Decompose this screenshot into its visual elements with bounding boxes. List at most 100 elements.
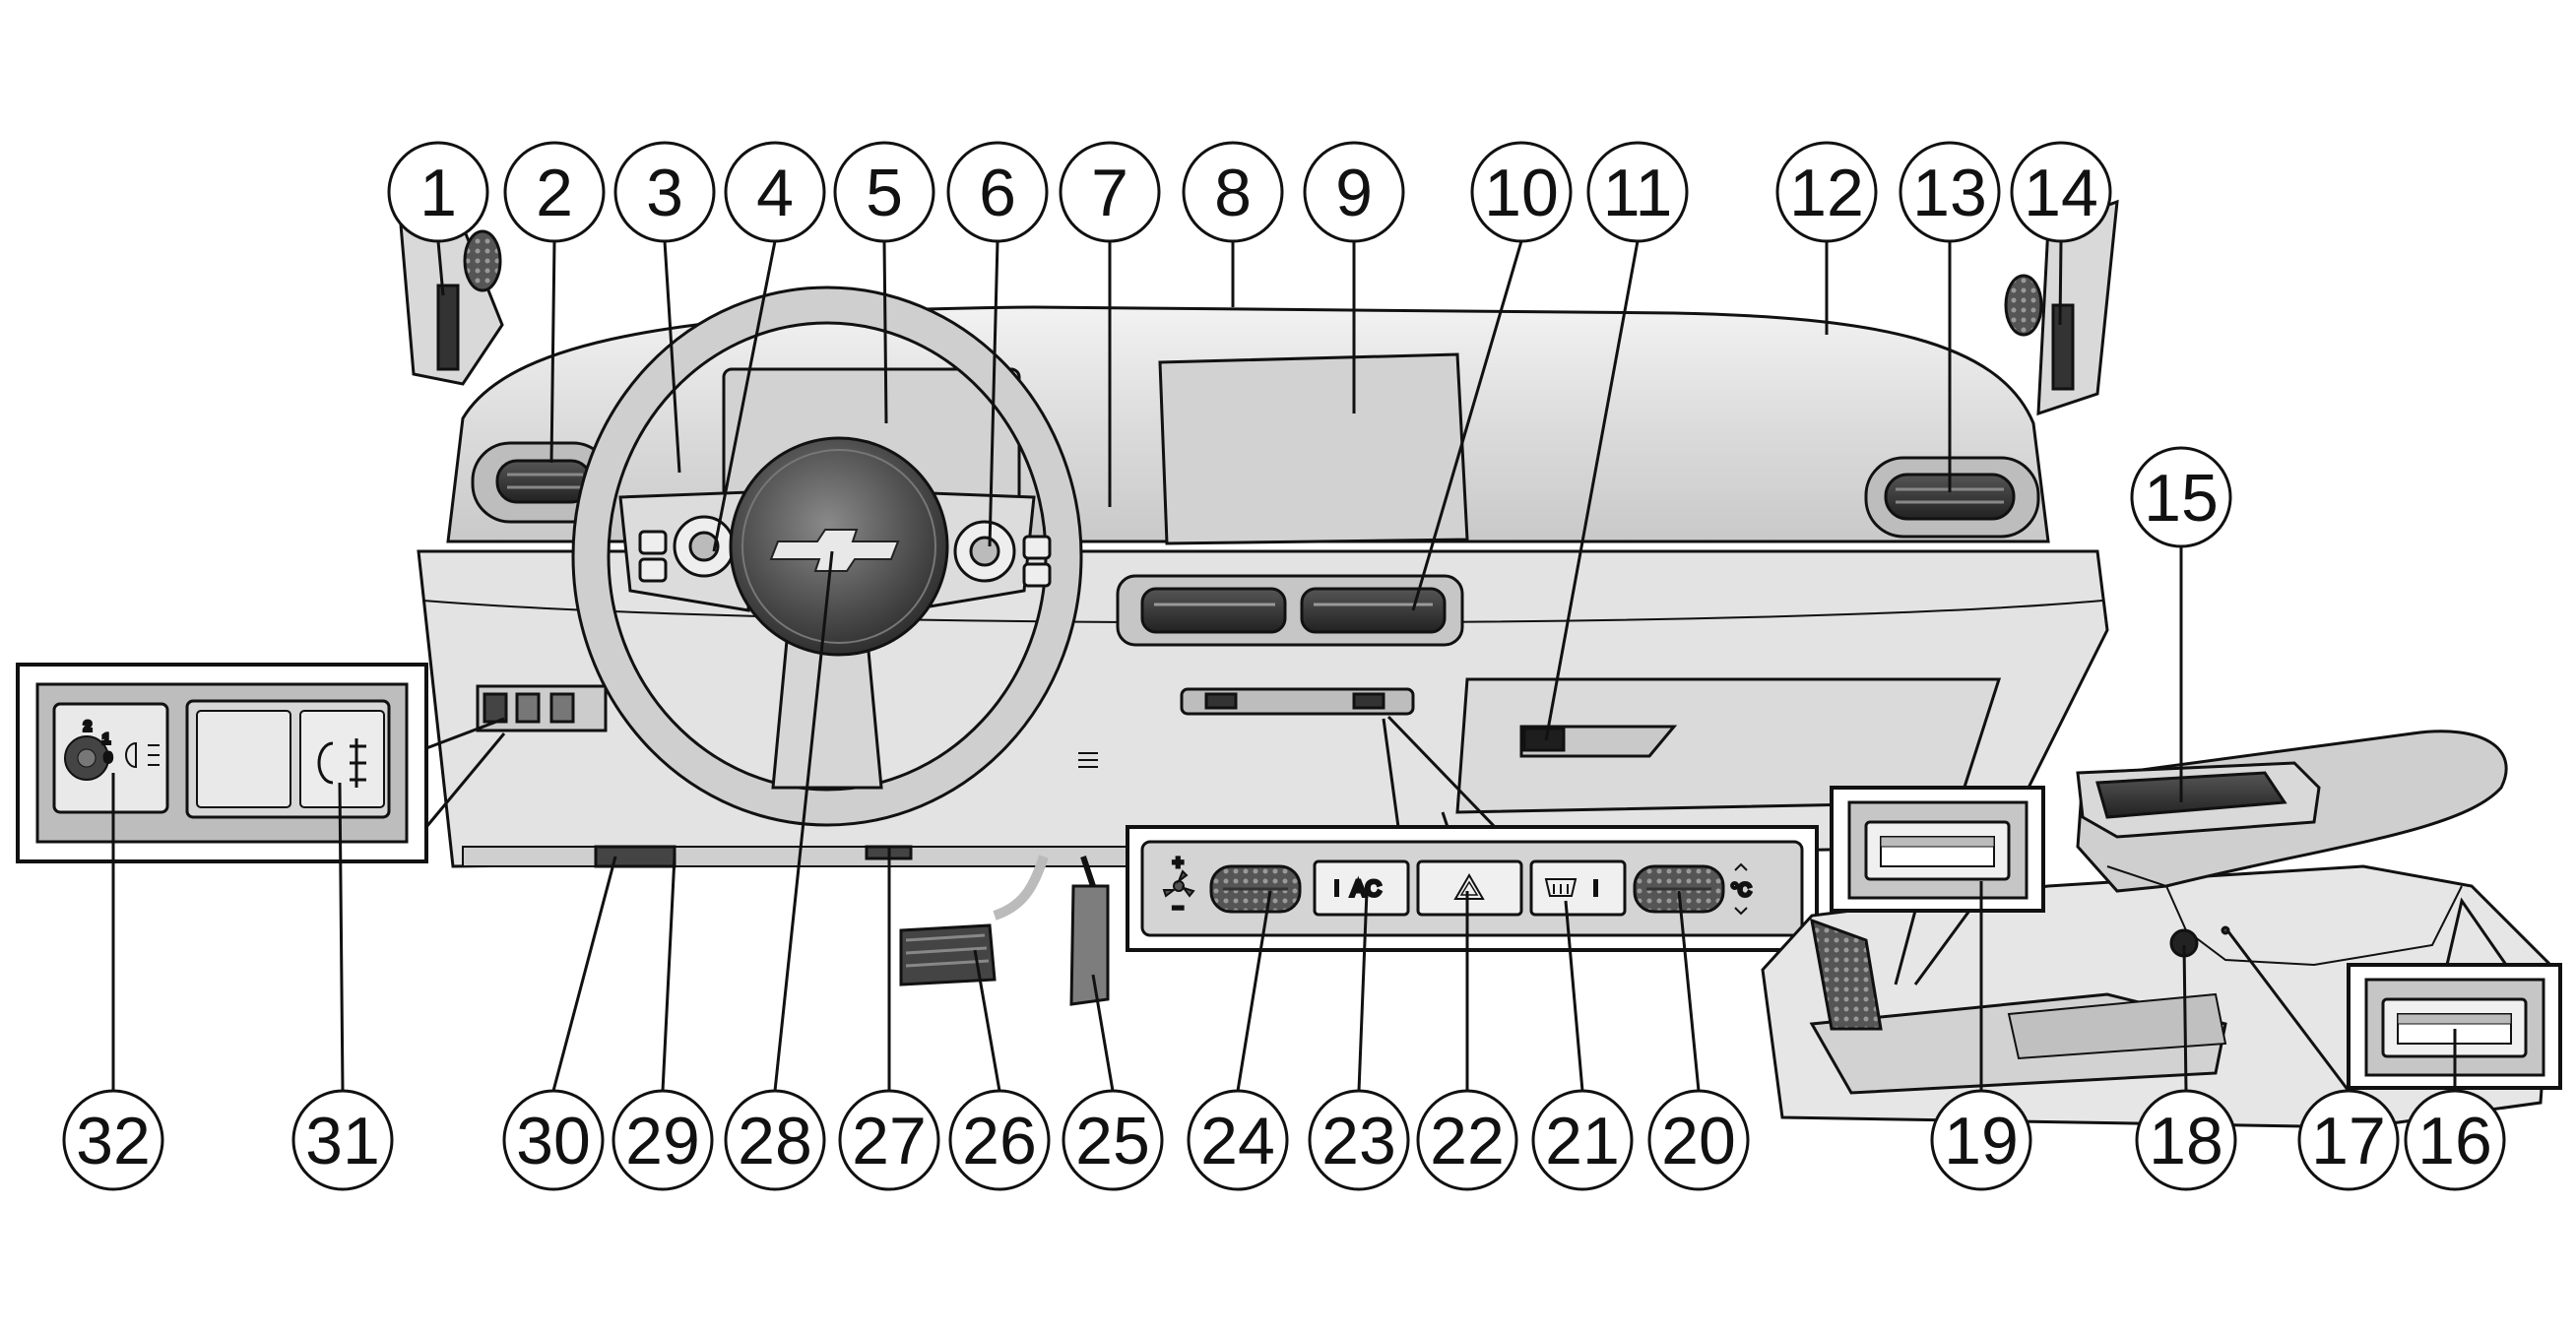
callout-circle <box>838 1089 940 1191</box>
callout-number: 3 <box>646 156 683 230</box>
callout-number: 11 <box>1603 156 1673 230</box>
callout-22: 22 <box>1416 1089 1518 1191</box>
callout-number: 13 <box>1912 156 1987 230</box>
callout-17: 17 <box>2297 1089 2400 1191</box>
callout-3: 3 <box>613 141 716 243</box>
callout-circle <box>724 1089 826 1191</box>
callout-number: 30 <box>516 1104 591 1178</box>
callout-number: 31 <box>305 1104 380 1178</box>
callout-number: 4 <box>756 156 794 230</box>
center-vents[interactable] <box>1116 574 1464 647</box>
callout-number: 29 <box>625 1104 700 1178</box>
callout-19: 19 <box>1930 1089 2032 1191</box>
leader-line-24 <box>1236 890 1272 1092</box>
callout-number: 14 <box>2024 156 2098 230</box>
leader-line-6 <box>988 240 999 547</box>
callout-circle <box>1416 1089 1518 1191</box>
callout-circle <box>2130 446 2232 548</box>
fog-lamp-button[interactable] <box>299 710 385 808</box>
callout-circle <box>1647 1089 1750 1191</box>
right-steering-controls[interactable] <box>953 520 1052 588</box>
callout-circle <box>1059 141 1161 243</box>
callout-circle <box>2010 141 2112 243</box>
callout-circle <box>502 1089 605 1191</box>
leader-line-30 <box>551 856 617 1092</box>
callout-circle <box>387 141 489 243</box>
leader-line-2 <box>549 240 556 464</box>
callout-circle <box>1062 1089 1164 1191</box>
right-outer-vent[interactable] <box>1864 456 2040 539</box>
callout-number: 22 <box>1430 1104 1505 1178</box>
callout-circle <box>612 1089 714 1191</box>
callout-2: 2 <box>503 141 606 243</box>
callout-circle <box>613 141 716 243</box>
callout-6: 6 <box>946 141 1049 243</box>
callout-1: 1 <box>387 141 489 243</box>
callout-29: 29 <box>612 1089 714 1191</box>
callout-number: 2 <box>536 156 573 230</box>
callout-circle <box>2404 1089 2506 1191</box>
callout-number: 24 <box>1200 1104 1275 1178</box>
callout-number: 16 <box>2417 1104 2492 1178</box>
callout-number: 12 <box>1789 156 1864 230</box>
callout-12: 12 <box>1775 141 1878 243</box>
callout-number: 25 <box>1075 1104 1150 1178</box>
callout-24: 24 <box>1187 1089 1289 1191</box>
accelerator-pedal[interactable] <box>1069 884 1110 1006</box>
ac-button[interactable]: AC <box>1313 859 1410 917</box>
callout-number: 26 <box>962 1104 1037 1178</box>
climate-inset: + − AC <box>1126 715 1819 952</box>
callout-circle <box>1308 1089 1410 1191</box>
callout-30: 30 <box>502 1089 605 1191</box>
callout-circle <box>2135 1089 2237 1191</box>
usb-inset-left <box>1830 786 2045 985</box>
rear-defog-button[interactable] <box>1529 859 1627 917</box>
leader-line-14 <box>2058 240 2063 326</box>
fan-icon <box>1162 869 1195 898</box>
callout-25: 25 <box>1062 1089 1164 1191</box>
leader-line-18 <box>2182 944 2188 1092</box>
fan-minus-label: − <box>1173 898 1184 918</box>
dial-mark-0: 0 <box>104 749 112 765</box>
headlamp-icon <box>125 741 160 769</box>
fan-speed-knob[interactable] <box>1209 864 1302 914</box>
leader-line-21 <box>1564 900 1584 1092</box>
left-outer-vent[interactable] <box>471 441 612 524</box>
callout-number: 32 <box>76 1104 151 1178</box>
temp-up-icon <box>1734 862 1748 871</box>
leader-line-29 <box>661 856 676 1092</box>
callout-16: 16 <box>2404 1089 2506 1191</box>
callout-circle <box>833 141 935 243</box>
steering-wheel[interactable] <box>571 286 1083 827</box>
callout-14: 14 <box>2010 141 2112 243</box>
leader-line-23 <box>1357 890 1369 1092</box>
callout-circle <box>503 141 606 243</box>
callout-21: 21 <box>1531 1089 1634 1191</box>
temperature-knob[interactable] <box>1633 864 1725 914</box>
callout-4: 4 <box>724 141 826 243</box>
callout-number: 18 <box>2149 1104 2223 1178</box>
leader-line-1 <box>436 240 445 296</box>
headlamp-switch[interactable] <box>52 702 169 814</box>
callout-circle <box>1303 141 1405 243</box>
leader-line-25 <box>1091 974 1115 1092</box>
callout-number: 28 <box>738 1104 812 1178</box>
dial-mark-2: 2 <box>84 718 92 733</box>
callout-number: 10 <box>1484 156 1559 230</box>
infotainment-screen[interactable] <box>1158 352 1469 545</box>
callout-circle <box>1182 141 1284 243</box>
pedals[interactable] <box>899 855 1110 1006</box>
dial-mark-1: 1 <box>102 731 110 746</box>
leader-line-3 <box>663 240 681 474</box>
leader-line-5 <box>882 240 888 424</box>
glove-box-latch[interactable] <box>1522 727 1566 752</box>
callout-circle <box>724 141 826 243</box>
callout-circle <box>946 141 1049 243</box>
callout-number: 6 <box>979 156 1016 230</box>
callout-15: 15 <box>2130 446 2232 548</box>
hazard-button[interactable] <box>1416 859 1523 917</box>
bowtie-logo <box>769 529 900 572</box>
rear-defog-icon <box>1544 878 1578 897</box>
